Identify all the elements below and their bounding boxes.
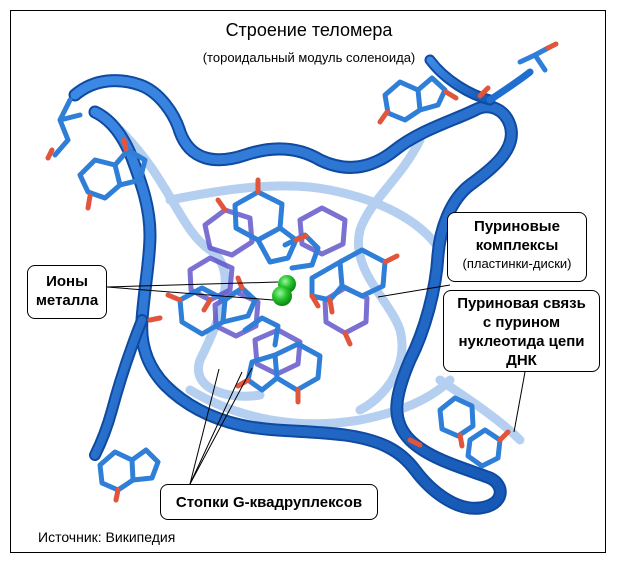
callout-g-quadruplex-stacks: Стопки G-квадруплексов [160, 484, 378, 520]
callout-purine-line1: Пуриновые [474, 218, 560, 235]
diagram-title: Строение теломера [225, 20, 393, 40]
source-credit: Источник: Википедия [38, 529, 176, 545]
callout-metal-ions: Ионы металла [27, 265, 107, 319]
callout-purine-complexes: Пуриновые комплексы (пластинки-диски) [447, 212, 587, 282]
callout-bond-line1: Пуриновая связь [457, 295, 586, 312]
peripheral-nucleotides [45, 41, 559, 503]
callout-bond-line4: ДНК [506, 352, 537, 369]
dna-backbone [68, 54, 534, 515]
callout-metal-ions-line1: Ионы [46, 273, 88, 290]
pointer-lines [106, 281, 526, 485]
callout-purine-line2: комплексы [475, 237, 559, 254]
diagram-subtitle: (тороидальный модуль соленоида) [202, 50, 416, 65]
callout-metal-ions-line2: металла [35, 292, 99, 309]
metal-ions [272, 275, 296, 306]
callout-bond-line2: с пурином [482, 314, 561, 331]
callout-purine-bond: Пуриновая связь с пурином нуклеотида цеп… [443, 290, 600, 372]
background-backbone [115, 125, 525, 445]
callout-stacks-label: Стопки G-квадруплексов [175, 494, 363, 511]
callout-purine-sub: (пластинки-диски) [462, 256, 572, 271]
g-quadruplex-stacks [165, 177, 400, 405]
callout-bond-line3: нуклеотида цепи [458, 333, 585, 350]
